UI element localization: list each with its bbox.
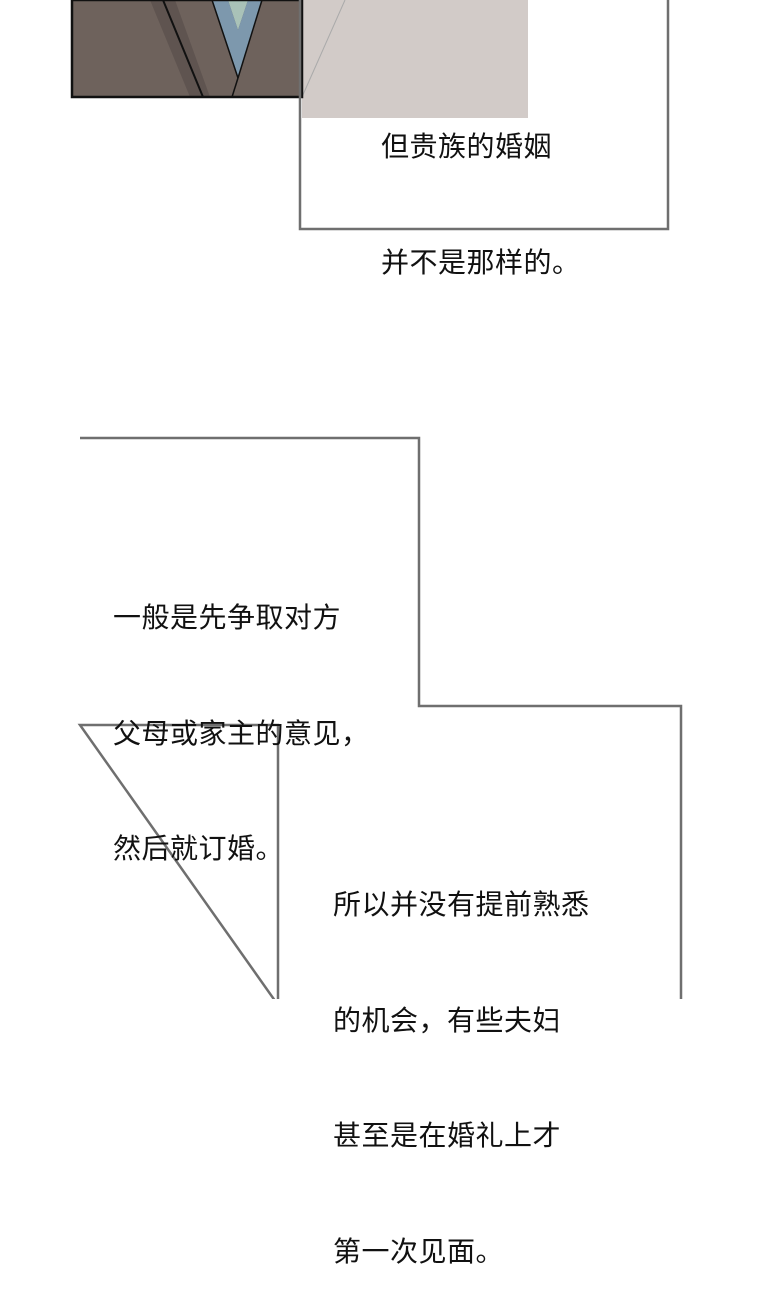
caption-bottom: 所以并没有提前熟悉 的机会，有些夫妇 甚至是在婚礼上才 第一次见面。 <box>333 809 590 1310</box>
caption-line: 并不是那样的。 <box>381 245 581 279</box>
illustration-panel <box>70 0 528 118</box>
caption-top: 但贵族的婚姻 并不是那样的。 <box>381 51 581 321</box>
caption-line: 的机会，有些夫妇 <box>333 1003 562 1037</box>
caption-middle: 一般是先争取对方 父母或家主的意见， 然后就订婚。 <box>113 522 370 907</box>
caption-line: 甚至是在婚礼上才 <box>333 1119 562 1152</box>
caption-line: 所以并没有提前熟悉 <box>333 888 590 921</box>
caption-box-top <box>298 0 670 231</box>
caption-line: 父母或家主的意见， <box>113 716 370 750</box>
caption-line: 然后就订婚。 <box>113 832 285 865</box>
caption-line: 第一次见面。 <box>333 1234 505 1268</box>
caption-box-middle-bottom <box>77 436 683 999</box>
comic-artwork <box>70 0 683 999</box>
caption-line: 但贵族的婚姻 <box>381 130 553 163</box>
caption-line: 一般是先争取对方 <box>113 601 342 634</box>
